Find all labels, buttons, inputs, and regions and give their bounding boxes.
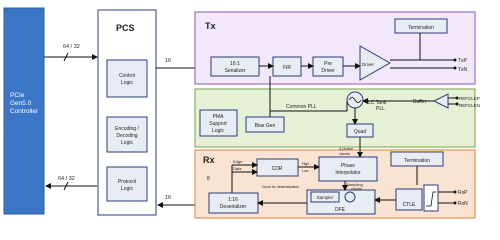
rxp-label: RxP: [458, 190, 468, 196]
control-logic-label-1: Control: [119, 73, 135, 79]
pcie-controller-block: PCIe Gen5.0 Controller: [3, 7, 45, 215]
encoding-decoding-logic-block: [106, 116, 148, 153]
pma-support-label-3: Logic: [212, 128, 224, 134]
encoding-logic-label-1: Encoding /: [115, 126, 139, 132]
bus-8-label: 8: [207, 176, 210, 182]
sampling-clocks-label-2: clocks: [351, 186, 362, 191]
four-phase-label-1: 4 phase: [339, 146, 354, 151]
quad-label: Quad: [354, 129, 366, 135]
pre-driver-label-2: Driver: [321, 68, 335, 74]
dfe-label: DFE: [335, 207, 346, 213]
pma-support-logic-block: [199, 109, 238, 137]
sampler-label: Sampler: [317, 195, 334, 200]
edge-label: Edge: [233, 159, 243, 164]
protocol-logic-label-1: Protocol: [118, 179, 136, 185]
sampling-clocks-label-1: Sampling: [346, 182, 363, 187]
buffer-triangle: [432, 93, 449, 109]
deserializer-label-1: 1:16: [228, 197, 238, 203]
ctle-label: CTLE: [403, 202, 416, 208]
bus-slash-top: [63, 52, 69, 62]
tx-driver-label: Driver: [362, 62, 375, 67]
tx-title: Tx: [205, 21, 216, 31]
encoding-logic-label-3: Logic: [121, 140, 133, 146]
protocol-logic-block: [106, 166, 148, 202]
txn-pin: [453, 66, 457, 70]
bus-slash-bottom: [63, 181, 69, 191]
phase-interp-label-1: Phase: [341, 163, 355, 169]
bus-bottom-label: 64 / 32: [58, 176, 75, 182]
tx-region: Tx 16:1 Serializer FIR Pre Driver Driver…: [194, 11, 476, 85]
deserializer-label-2: Deserializer: [220, 204, 247, 210]
rx-region: Rx CDR Phase Interpolator 4 phase clocks…: [194, 137, 476, 219]
summer-node: [344, 191, 356, 203]
txp-label: TxP: [458, 58, 468, 64]
clock-for-deser-label: Clock for deserialization: [262, 185, 299, 189]
serializer-label-1: 16:1: [230, 61, 240, 67]
serdes-block-diagram: PCIe Gen5.0 Controller 64 / 32 64 / 32 P…: [3, 7, 480, 219]
bias-gen-block: [245, 116, 285, 133]
controller-label-1: PCIe: [10, 92, 25, 99]
controller-label-3: Controller: [10, 108, 39, 115]
pcs-block: PCS Control Logic Encoding / Decoding Lo…: [97, 9, 157, 216]
common-pll-label: Common PLL: [286, 104, 317, 110]
pre-driver-label-1: Pre: [324, 61, 332, 67]
rxn-pin: [453, 201, 457, 205]
refclkn-label: REFCLKN: [459, 103, 480, 108]
rx-title: Rx: [203, 155, 215, 165]
rxn-label: RxN: [458, 201, 468, 207]
ctle-response-box: [423, 184, 439, 212]
bias-gen-label: Bias Gen: [255, 123, 276, 129]
tx-termination-block: [394, 18, 448, 34]
tx-bus-width-label: 16: [165, 58, 171, 64]
tx-termination-label: Termination: [408, 25, 434, 31]
refclkp-pin: [455, 96, 459, 100]
ctle-response-curve: [426, 191, 436, 207]
sine-wave-icon: [348, 97, 362, 103]
rx-termination-label: Termination: [404, 158, 430, 164]
controller-label-2: Gen5.0: [10, 100, 32, 107]
bus-top-label: 64 / 32: [63, 44, 80, 50]
refclkp-label: REFCLKP: [459, 96, 480, 101]
fir-label: FIR: [283, 65, 291, 71]
cdr-label: CDR: [272, 166, 283, 172]
control-logic-block: [106, 59, 148, 98]
control-logic-label-2: Logic: [121, 80, 133, 86]
deserializer-block: [208, 192, 259, 214]
protocol-logic-label-2: Logic: [121, 186, 133, 192]
phase-interp-label-2: Interpolator: [335, 170, 361, 176]
pcs-title: PCS: [116, 23, 135, 33]
encoding-logic-label-2: Decoding: [116, 133, 137, 139]
pll-region: PMA Support Logic Bias Gen Common PLL LC…: [194, 76, 480, 148]
lc-tank-label-2: PLL: [376, 106, 385, 112]
low-label: Low: [302, 169, 309, 173]
pma-support-label-2: Support: [209, 121, 227, 127]
serializer-label-2: Serializer: [225, 68, 246, 74]
buffer-label: Buffer: [413, 99, 427, 105]
rx-bus-width-label: 16: [165, 195, 171, 201]
high-label: High: [302, 162, 309, 166]
four-phase-label-2: clocks: [339, 151, 350, 156]
txn-label: TxN: [458, 67, 468, 73]
rxp-pin: [453, 190, 457, 194]
sampler-block: [310, 191, 340, 203]
refclkn-pin: [455, 102, 459, 106]
phase-interpolator-block: [318, 156, 378, 182]
pma-support-label-1: PMA: [213, 114, 225, 120]
lc-tank-label-1: LC Tank: [368, 100, 387, 106]
txp-pin: [453, 58, 457, 62]
data-label: Data: [233, 166, 242, 171]
